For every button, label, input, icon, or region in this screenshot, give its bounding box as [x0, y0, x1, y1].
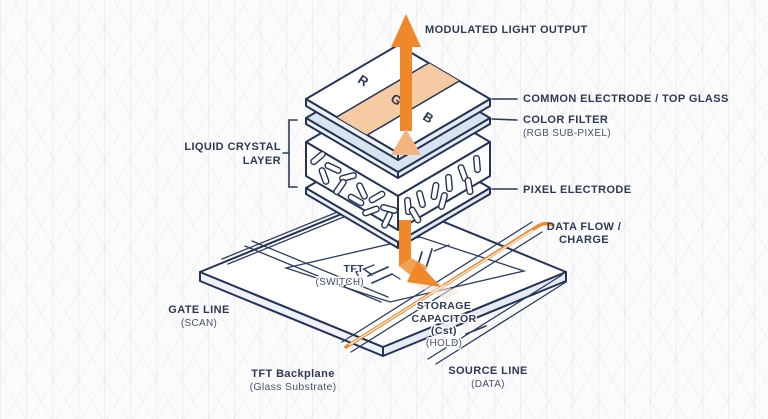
- label-color-filter: COLOR FILTER: [523, 114, 608, 126]
- tft-leader-tick: [364, 269, 373, 276]
- label-data-flow-1: DATA FLOW /: [547, 221, 621, 233]
- lc-molecule: [408, 206, 422, 224]
- label-storage-2: CAPACITOR: [411, 313, 476, 325]
- light-arrow-shaft: [400, 45, 412, 131]
- label-liquid-crystal-2: LAYER: [243, 155, 281, 167]
- label-source-line-sub: (DATA): [471, 379, 505, 390]
- tft-symbol-wire: [391, 273, 401, 280]
- lc-molecule: [445, 173, 453, 193]
- label-tft: TFT: [344, 263, 365, 275]
- lc-molecule: [416, 189, 426, 209]
- source-line-edge: [427, 274, 563, 360]
- label-backplane: TFT Backplane: [251, 368, 334, 380]
- lc-molecule: [347, 193, 365, 207]
- lc-right-face: [397, 141, 491, 231]
- lc-molecule: [464, 176, 474, 196]
- label-common-electrode: COMMON ELECTRODE / TOP GLASS: [523, 93, 729, 105]
- label-tft-sub: (SWITCH): [316, 277, 365, 288]
- color-filter-leader: [491, 118, 518, 121]
- pixel-cell-outline: [283, 236, 527, 303]
- source-line-edge: [341, 221, 533, 343]
- label-color-filter-sub: (RGB SUB-PIXEL): [523, 128, 611, 139]
- source-line-orange: [344, 221, 555, 349]
- gate-line: [227, 215, 347, 265]
- lc-molecule: [333, 178, 347, 196]
- tft-symbol-wire: [343, 264, 375, 287]
- source-line-edge: [435, 281, 567, 365]
- tft-symbol: [371, 273, 393, 284]
- label-gate-line: GATE LINE: [168, 304, 229, 316]
- charge-arrow-shaft: [399, 220, 411, 266]
- label-source-line: SOURCE LINE: [448, 365, 528, 377]
- label-storage-3: (Cst): [431, 325, 457, 337]
- label-pixel-electrode: PIXEL ELECTRODE: [523, 184, 631, 196]
- lc-molecules: [310, 150, 481, 229]
- gate-line: [244, 245, 382, 303]
- subpixel-divider: [335, 62, 430, 118]
- label-data-flow-2: CHARGE: [559, 234, 609, 246]
- label-backplane-sub: (Glass Substrate): [250, 381, 337, 393]
- capacitor-symbol: [425, 248, 433, 269]
- label-storage-1: STORAGE: [417, 300, 472, 312]
- light-arrow-inner-head: [391, 129, 421, 155]
- capacitor-wire: [433, 244, 450, 252]
- lc-molecule: [430, 181, 440, 201]
- charge-arrow-elbow: [399, 258, 428, 278]
- label-gate-line-sub: (SCAN): [181, 318, 217, 329]
- gate-line: [251, 240, 389, 298]
- charge-arrow: [399, 220, 460, 299]
- light-arrow-head: [391, 14, 421, 47]
- lc-molecule: [356, 182, 368, 200]
- backplane-top-face: [199, 196, 567, 348]
- lc-molecule: [318, 167, 330, 185]
- label-storage-4: (HOLD): [426, 338, 462, 349]
- label-light-output: MODULATED LIGHT OUTPUT: [425, 24, 588, 36]
- subpixel-divider: [366, 80, 461, 136]
- label-liquid-crystal-1: LIQUID CRYSTAL: [184, 141, 281, 153]
- lc-molecule: [473, 154, 481, 174]
- lc-molecule: [368, 190, 386, 204]
- gate-line: [221, 210, 341, 260]
- tft-backplane-layer: [199, 196, 567, 357]
- top-glass-layer: R G B: [305, 44, 491, 161]
- lc-molecule: [324, 162, 342, 174]
- charge-arrow-head: [407, 261, 441, 287]
- lc-molecule: [362, 205, 380, 217]
- green-subpixel-band: [336, 63, 460, 135]
- lc-molecule: [438, 191, 448, 211]
- backplane-circuit: [221, 210, 527, 335]
- lc-molecule: [381, 211, 393, 229]
- light-output-arrow: [391, 14, 421, 155]
- liquid-crystal-bracket: [282, 119, 298, 188]
